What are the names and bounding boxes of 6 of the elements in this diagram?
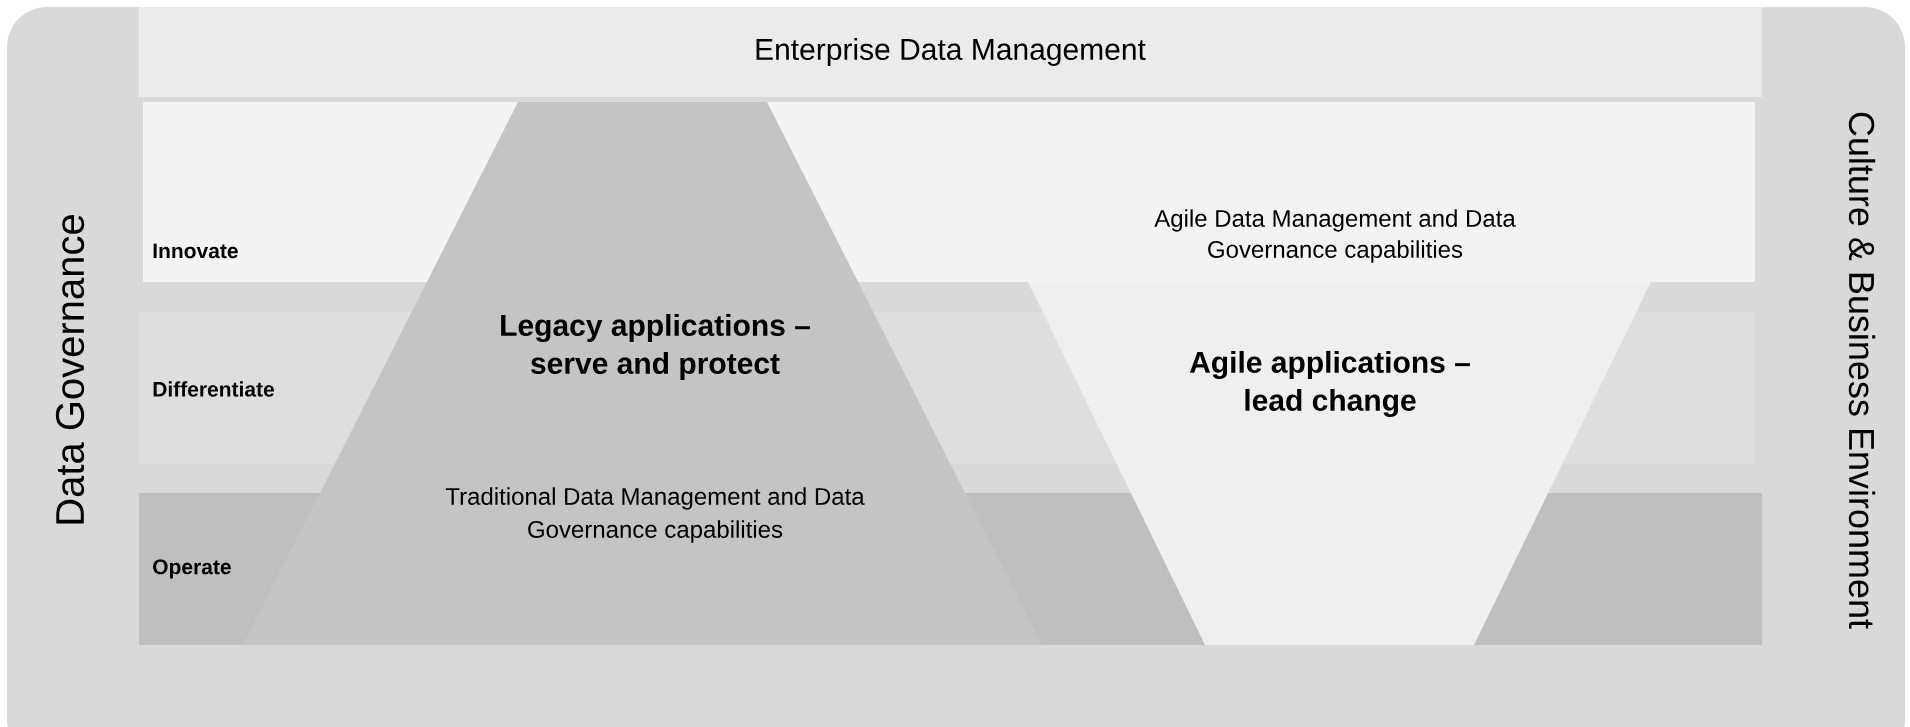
side-label: Data Governance: [55, 215, 85, 524]
header-bar: Enterprise Data Management: [138, 7, 1762, 97]
node-label: Legacy applications – serve and protect: [501, 314, 810, 380]
side-label: Culture & Business Environment: [1848, 112, 1876, 629]
node-label: Agile applications – lead change: [1189, 350, 1470, 418]
node-label: Traditional Data Management and Data Governance capabilities: [445, 487, 865, 543]
